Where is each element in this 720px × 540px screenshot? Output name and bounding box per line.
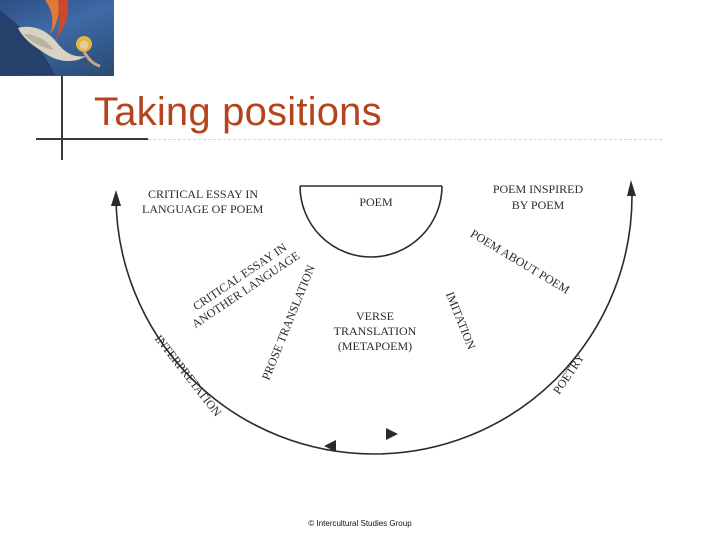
slide-title: Taking positions xyxy=(94,90,382,134)
copyright-footer: © Intercultural Studies Group xyxy=(308,519,412,528)
label-poetry: POETRY xyxy=(550,351,588,397)
arrow-bottom-left xyxy=(324,440,336,452)
label-poem-inspired-1: POEM INSPIRED xyxy=(493,182,584,196)
angel-painting-icon xyxy=(0,0,101,76)
dotted-divider xyxy=(148,139,662,140)
label-imitation: IMITATION xyxy=(443,290,479,352)
label-verse-2: TRANSLATION xyxy=(334,324,417,338)
outer-arc xyxy=(115,195,633,455)
vertical-rule xyxy=(61,76,63,160)
label-verse-3: (METAPOEM) xyxy=(338,339,412,353)
label-poem-inspired-2: BY POEM xyxy=(512,198,565,212)
arrow-bottom-right xyxy=(386,428,398,440)
label-critical-essay-language-1: CRITICAL ESSAY IN xyxy=(148,187,258,201)
label-poem: POEM xyxy=(359,195,393,209)
arrow-left-top xyxy=(111,190,121,206)
label-verse-1: VERSE xyxy=(356,309,394,323)
poem-semicircle xyxy=(299,185,443,258)
label-poem-about-poem: POEM ABOUT POEM xyxy=(468,226,572,296)
angel-painting-thumbnail xyxy=(0,0,114,76)
label-critical-essay-language-2: LANGUAGE OF POEM xyxy=(142,202,264,216)
arrow-right-top xyxy=(627,180,636,196)
label-interpretation: INTERPRETATION xyxy=(152,332,225,419)
horizontal-rule xyxy=(36,138,148,140)
